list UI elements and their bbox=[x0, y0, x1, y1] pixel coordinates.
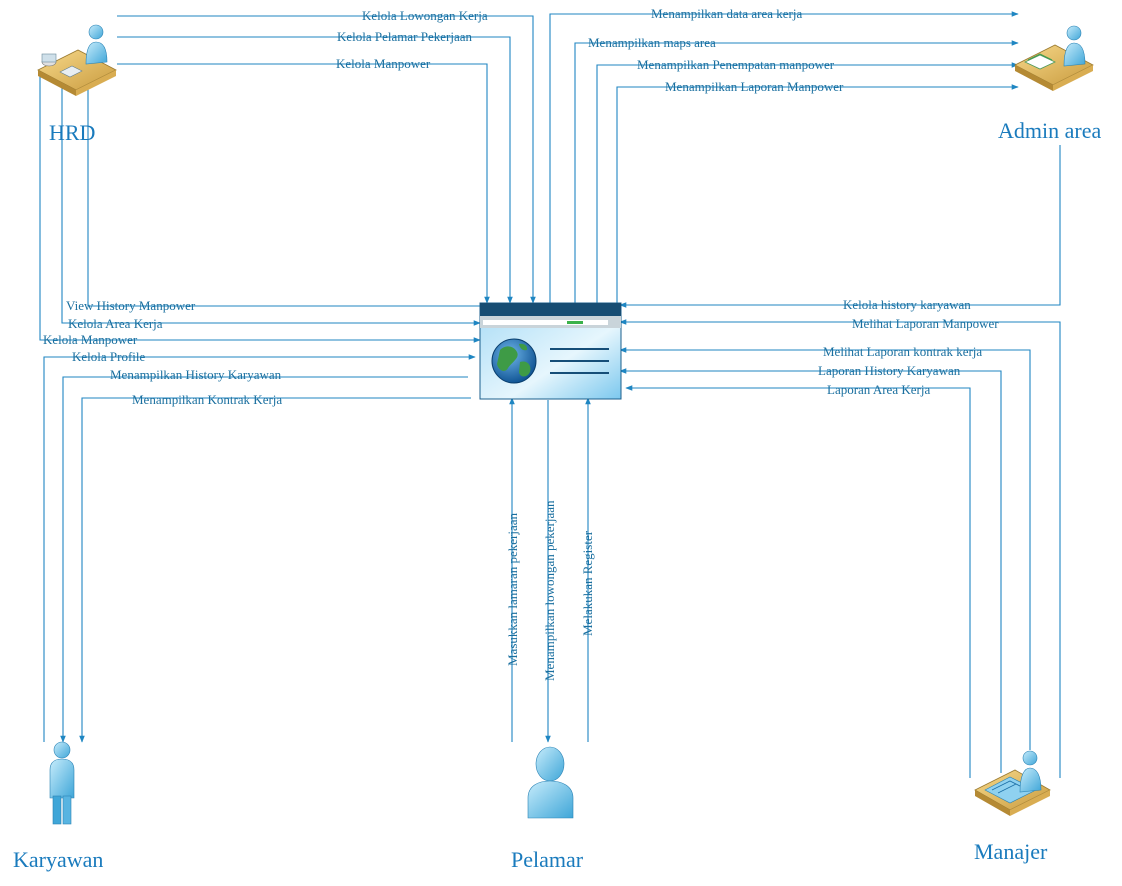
flow-admin-laporan: Menampilkan Laporan Manpower bbox=[616, 79, 1019, 303]
flow-karyawan-kontrak: Menampilkan Kontrak Kerja bbox=[79, 392, 471, 743]
flow-label: Menampilkan Laporan Manpower bbox=[665, 79, 844, 94]
flow-label: Menampilkan maps area bbox=[588, 35, 716, 50]
flow-label: Kelola Profile bbox=[72, 349, 146, 364]
flow-hrd-kelola-lowongan: Kelola Lowongan Kerja bbox=[117, 8, 536, 304]
actor-karyawan: Karyawan bbox=[13, 741, 103, 872]
flow-hrd-kelola-area: Kelola Area Kerja bbox=[61, 85, 481, 331]
flow-pelamar-register: Melakukan Register bbox=[580, 397, 595, 742]
actor-admin-area: Admin area bbox=[998, 25, 1101, 143]
flow-pelamar-lowongan: Menampilkan lowongan pekerjaan bbox=[542, 400, 557, 743]
flow-label: Masukkan lamaran pekerjaan bbox=[505, 512, 520, 666]
flow-label: Laporan History Karyawan bbox=[818, 363, 961, 378]
flow-label: Melakukan Register bbox=[580, 530, 595, 636]
person-icon bbox=[49, 741, 75, 825]
actor-label: Karyawan bbox=[13, 847, 103, 872]
flow-label: Kelola Manpower bbox=[336, 56, 431, 71]
flow-label: Kelola history karyawan bbox=[843, 297, 971, 312]
flow-admin-penempatan: Menampilkan Penempatan manpower bbox=[596, 57, 1019, 303]
flow-label: Menampilkan data area kerja bbox=[651, 6, 802, 21]
flow-manajer-laporan-manpower: Melihat Laporan Manpower bbox=[619, 316, 1061, 778]
flow-label: Laporan Area Kerja bbox=[827, 382, 930, 397]
flow-label: Kelola Manpower bbox=[43, 332, 138, 347]
flow-label: Kelola Pelamar Pekerjaan bbox=[337, 29, 472, 44]
flow-label: Melihat Laporan Manpower bbox=[852, 316, 999, 331]
flow-label: Menampilkan lowongan pekerjaan bbox=[542, 500, 557, 681]
web-application-icon bbox=[479, 302, 622, 400]
flow-pelamar-lamaran: Masukkan lamaran pekerjaan bbox=[505, 397, 520, 742]
flow-label: Menampilkan History Karyawan bbox=[110, 367, 282, 382]
actor-pelamar: Pelamar bbox=[511, 746, 584, 872]
flow-admin-maps: Menampilkan maps area bbox=[574, 35, 1019, 303]
admin-desk-icon bbox=[1014, 25, 1094, 91]
flow-label: Kelola Area Kerja bbox=[68, 316, 163, 331]
flow-label: Menampilkan Kontrak Kerja bbox=[132, 392, 282, 407]
flow-label: View History Manpower bbox=[66, 298, 196, 313]
flow-hrd-view-history: View History Manpower bbox=[66, 74, 480, 313]
flow-admin-data-area: Menampilkan data area kerja bbox=[549, 6, 1019, 303]
flow-manajer-laporan-history: Laporan History Karyawan bbox=[619, 363, 1002, 773]
flow-label: Menampilkan Penempatan manpower bbox=[637, 57, 835, 72]
flow-karyawan-history: Menampilkan History Karyawan bbox=[60, 367, 468, 743]
flow-hrd-kelola-pelamar: Kelola Pelamar Pekerjaan bbox=[117, 29, 513, 304]
person-bust-icon bbox=[527, 746, 574, 819]
flow-manajer-laporan-kontrak: Melihat Laporan kontrak kerja bbox=[619, 344, 1031, 750]
actor-label: Admin area bbox=[998, 118, 1101, 143]
flow-karyawan-kelola-profile: Kelola Profile bbox=[43, 349, 476, 742]
flow-hrd-kelola-manpower-2: Kelola Manpower bbox=[39, 75, 481, 347]
system-process bbox=[479, 302, 622, 400]
flow-label: Melihat Laporan kontrak kerja bbox=[823, 344, 982, 359]
actor-label: Manajer bbox=[974, 839, 1048, 864]
hrd-desk-icon bbox=[37, 24, 117, 96]
actor-hrd: HRD bbox=[37, 24, 117, 145]
actor-label: HRD bbox=[49, 120, 95, 145]
manager-desk-icon bbox=[974, 750, 1051, 816]
actor-label: Pelamar bbox=[511, 847, 584, 872]
flow-label: Kelola Lowongan Kerja bbox=[362, 8, 488, 23]
flow-admin-kelola-history: Kelola history karyawan bbox=[619, 145, 1061, 312]
flow-manajer-laporan-area: Laporan Area Kerja bbox=[625, 382, 971, 778]
actor-manajer: Manajer bbox=[974, 750, 1051, 864]
flow-hrd-kelola-manpower: Kelola Manpower bbox=[117, 56, 490, 304]
